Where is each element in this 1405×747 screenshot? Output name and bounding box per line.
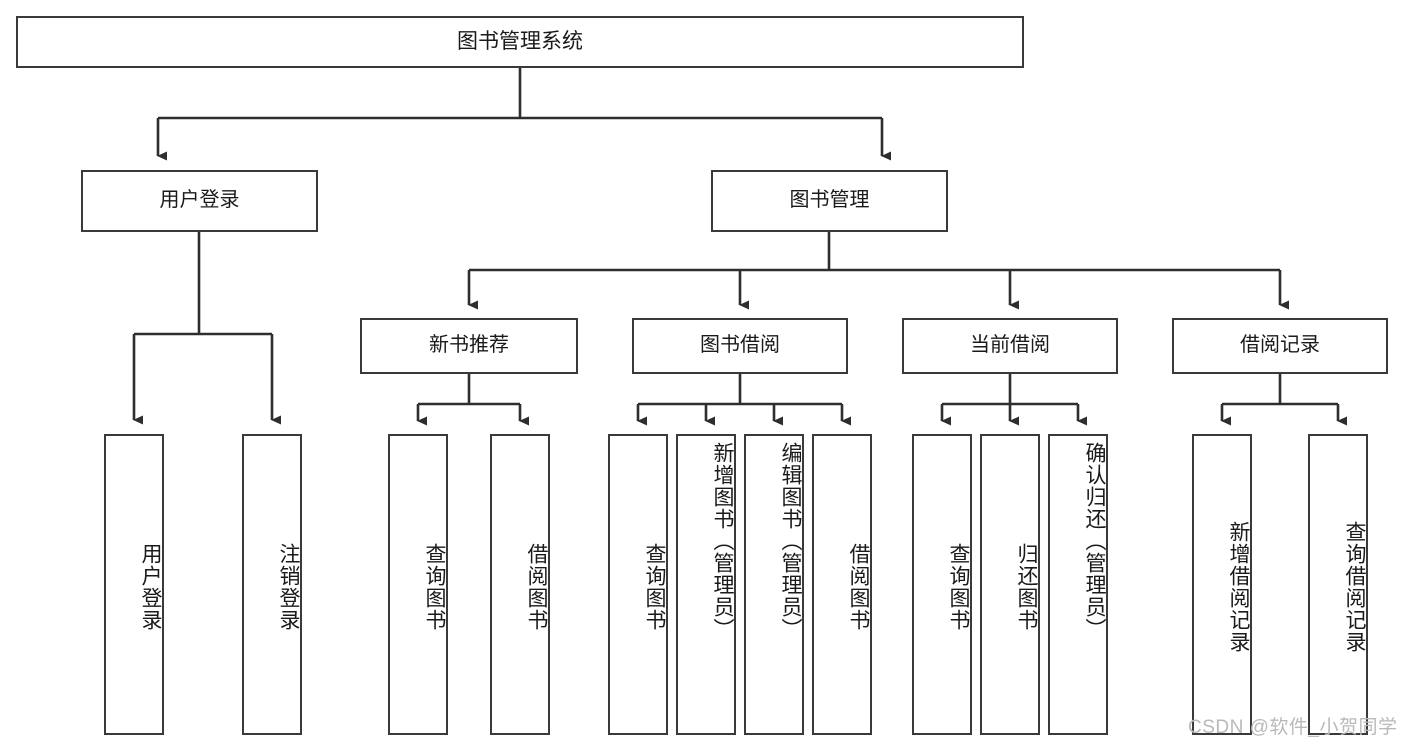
leaf-current-borrow-confirm-return[interactable]: 确认归还（管理员） (1048, 434, 1108, 735)
leaf-book-borrow-add[interactable]: 新增图书（管理员） (676, 434, 736, 735)
node-label: 查询图书 (643, 542, 666, 631)
node-new-book-recommend[interactable]: 新书推荐 (360, 318, 578, 374)
node-label: 用户登录 (159, 189, 240, 212)
leaf-borrow-record-add[interactable]: 新增借阅记录 (1192, 434, 1252, 735)
node-book-borrow[interactable]: 图书借阅 (632, 318, 848, 374)
node-label: 图书管理 (789, 189, 870, 212)
node-label: 确认归还（管理员） (1083, 442, 1106, 640)
leaf-current-borrow-return[interactable]: 归还图书 (980, 434, 1040, 735)
node-label: 用户登录 (139, 542, 162, 631)
leaf-book-borrow-borrow[interactable]: 借阅图书 (812, 434, 872, 735)
csdn-watermark: CSDN @软件_小贺同学 (1188, 717, 1398, 738)
node-label: 当前借阅 (970, 334, 1050, 357)
node-label: 查询图书 (423, 542, 446, 631)
node-label: 新增图书（管理员） (711, 442, 734, 640)
leaf-user-login-signin[interactable]: 用户登录 (104, 434, 164, 735)
leaf-book-borrow-query[interactable]: 查询图书 (608, 434, 668, 735)
node-label: 图书借阅 (700, 334, 780, 357)
leaf-new-book-borrow[interactable]: 借阅图书 (490, 434, 550, 735)
node-current-borrow[interactable]: 当前借阅 (902, 318, 1118, 374)
leaf-user-login-signout[interactable]: 注销登录 (242, 434, 302, 735)
node-book-management[interactable]: 图书管理 (711, 170, 948, 232)
node-borrow-record[interactable]: 借阅记录 (1172, 318, 1388, 374)
leaf-book-borrow-edit[interactable]: 编辑图书（管理员） (744, 434, 804, 735)
node-label: 借阅记录 (1240, 334, 1320, 357)
leaf-borrow-record-query[interactable]: 查询借阅记录 (1308, 434, 1368, 735)
node-label: 归还图书 (1015, 542, 1038, 631)
node-label: 借阅图书 (525, 542, 548, 631)
leaf-current-borrow-query[interactable]: 查询图书 (912, 434, 972, 735)
node-label: 借阅图书 (847, 542, 870, 631)
node-label: 图书管理系统 (457, 29, 583, 53)
leaf-new-book-query[interactable]: 查询图书 (388, 434, 448, 735)
node-label: 查询图书 (947, 542, 970, 631)
node-label: 新书推荐 (429, 334, 509, 357)
node-label: 编辑图书（管理员） (779, 442, 802, 640)
node-label: 注销登录 (277, 542, 300, 631)
node-label: 新增借阅记录 (1227, 520, 1250, 653)
node-root-book-management-system[interactable]: 图书管理系统 (16, 16, 1024, 68)
node-label: 查询借阅记录 (1343, 520, 1366, 653)
node-user-login[interactable]: 用户登录 (81, 170, 318, 232)
